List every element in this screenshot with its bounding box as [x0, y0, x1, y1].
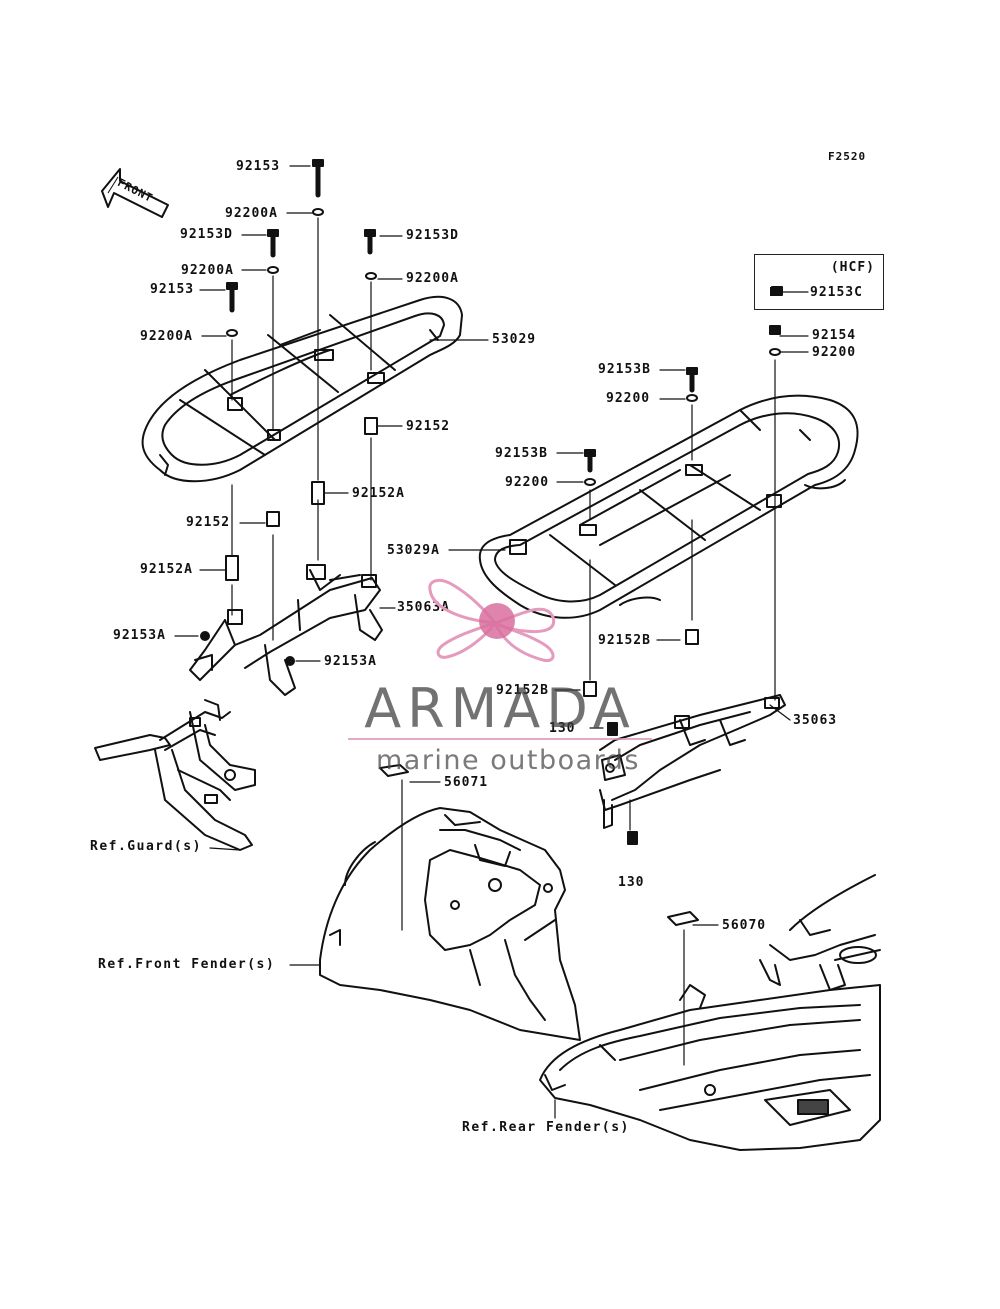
part-label[interactable]: 92153B: [598, 362, 651, 377]
part-label[interactable]: 130: [549, 721, 576, 736]
armada-watermark: ARMADA marine outboards: [330, 575, 660, 785]
part-label[interactable]: 92153A: [324, 654, 377, 669]
figure-code: F2520: [828, 150, 867, 163]
part-label[interactable]: 53029A: [387, 543, 440, 558]
part-label[interactable]: 92152A: [140, 562, 193, 577]
right-fasteners: [583, 286, 783, 845]
part-label[interactable]: 92200: [505, 475, 550, 490]
part-label[interactable]: 56071: [444, 775, 489, 790]
watermark-underline: [348, 738, 652, 740]
part-label[interactable]: 92153D: [406, 228, 459, 243]
part-label[interactable]: 56070: [722, 918, 767, 933]
rear-carrier-53029A: [478, 394, 859, 619]
part-label[interactable]: 92152: [186, 515, 231, 530]
part-label[interactable]: 92200A: [181, 263, 234, 278]
part-label[interactable]: 92153A: [113, 628, 166, 643]
left-fasteners: [200, 159, 378, 666]
hcf-variant-box: (HCF): [754, 254, 884, 310]
part-label[interactable]: 92152B: [496, 683, 549, 698]
part-label[interactable]: 92200A: [225, 206, 278, 221]
front-guard: [94, 699, 256, 851]
front-carrier-53029: [141, 295, 463, 483]
part-label[interactable]: 92154: [812, 328, 857, 343]
part-label[interactable]: 92153: [236, 159, 281, 174]
part-label[interactable]: 92153B: [495, 446, 548, 461]
ref-rear-fender-label[interactable]: Ref.Rear Fender(s): [462, 1120, 630, 1135]
part-label[interactable]: 92200: [812, 345, 857, 360]
part-label[interactable]: 92200A: [406, 271, 459, 286]
part-label[interactable]: 92152B: [598, 633, 651, 648]
watermark-tagline: marine outboards: [375, 745, 640, 776]
front-fender: [319, 807, 581, 1041]
part-label[interactable]: 92152A: [352, 486, 405, 501]
part-label[interactable]: 35063: [793, 713, 838, 728]
propeller-logo-icon: [428, 578, 556, 663]
part-label[interactable]: 92153D: [180, 227, 233, 242]
decal-parts: [379, 764, 699, 1066]
bolt-92153C-icon: [770, 287, 780, 296]
ref-front-fender-label[interactable]: Ref.Front Fender(s): [98, 957, 276, 972]
watermark-brand: ARMADA: [364, 677, 636, 740]
front-bracket-35063A: [189, 564, 383, 696]
part-label[interactable]: 130: [618, 875, 645, 890]
hcf-label: (HCF): [830, 260, 875, 275]
leader-lines: [174, 165, 809, 1119]
part-label[interactable]: 92152: [406, 419, 451, 434]
part-label[interactable]: 92200: [606, 391, 651, 406]
part-label-92153C[interactable]: 92153C: [810, 285, 863, 300]
part-label[interactable]: 92200A: [140, 329, 193, 344]
ref-guard-label[interactable]: Ref.Guard(s): [90, 839, 202, 854]
part-label[interactable]: 53029: [492, 332, 537, 347]
part-label[interactable]: 92153: [150, 282, 195, 297]
front-direction-arrow-icon: [101, 168, 169, 218]
rear-fender: [539, 874, 881, 1151]
